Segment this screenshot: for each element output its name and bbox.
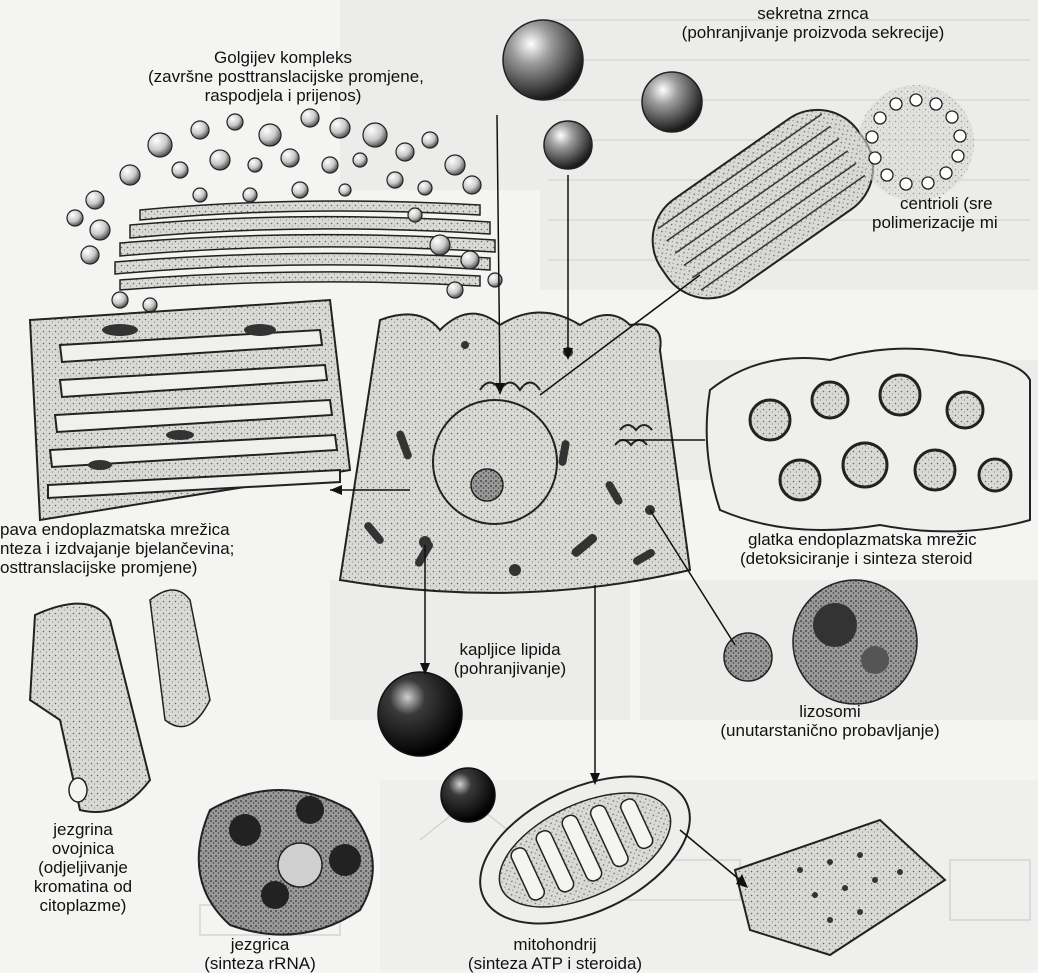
nucleolus-label-line1: jezgrica (170, 935, 350, 954)
centrioles-label-line2: polimerizacije mi (860, 213, 1038, 232)
nuclear-envelope (30, 590, 210, 812)
lipid-label-line1: kapljice lipida (430, 640, 590, 659)
lysosomes-label-line2: (unutarstanično probavljanje) (680, 721, 980, 740)
centrioles-label: centrioli (sre polimerizacije mi (860, 194, 1038, 232)
smooth-er-label-line2: (detoksiciranje i sinteza steroid (740, 549, 1038, 568)
nuclear-envelope-label-line2: ovojnica (8, 839, 158, 858)
smooth-er (707, 349, 1030, 532)
lipid-label-line2: (pohranjivanje) (430, 659, 590, 678)
golgi-complex (67, 109, 502, 312)
golgi-label: Golgijev kompleks (završne posttranslaci… (148, 48, 418, 105)
mitochondria-label: mitohondrij (sinteza ATP i steroida) (440, 935, 670, 973)
nuclear-envelope-label-line5: citoplazme) (8, 896, 158, 915)
nuclear-envelope-label: jezgrina ovojnica (odjeljivanje kromatin… (8, 820, 158, 915)
nuclear-envelope-label-line3: (odjeljivanje (8, 858, 158, 877)
rough-er-label-line1: pava endoplazmatska mrežica (0, 520, 340, 539)
lysosomes-label-line1: lizosomi (680, 702, 980, 721)
lysosomes-label: lizosomi (unutarstanično probavljanje) (680, 702, 980, 740)
smooth-er-label-line1: glatka endoplazmatska mrežic (740, 530, 1038, 549)
nucleolus-label: jezgrica (sinteza rRNA) (170, 935, 350, 973)
main-cell (340, 313, 690, 593)
rough-er-label-line3: osttranslacijske promjene) (0, 558, 340, 577)
nuclear-envelope-label-line4: kromatina od (8, 877, 158, 896)
rough-er-label-line2: nteza i izdvajanje bjelančevina; (0, 539, 340, 558)
smooth-er-label: glatka endoplazmatska mrežic (detoksicir… (740, 530, 1038, 568)
golgi-label-line1: Golgijev kompleks (148, 48, 418, 67)
rough-er-label: pava endoplazmatska mrežica nteza i izdv… (0, 520, 340, 577)
lipid-droplets-label: kapljice lipida (pohranjivanje) (430, 640, 590, 678)
centrioles-label-line1: centrioli (sre (860, 194, 1038, 213)
secretory-label-line1: sekretna zrnca (648, 4, 978, 23)
golgi-label-line3: raspodjela i prijenos) (148, 86, 418, 105)
secretory-granules-label: sekretna zrnca (pohranjivanje proizvoda … (648, 4, 978, 42)
secretory-label-line2: (pohranjivanje proizvoda sekrecije) (648, 23, 978, 42)
nucleolus (199, 790, 373, 935)
mitochondria-label-line2: (sinteza ATP i steroida) (440, 954, 670, 973)
nucleolus-label-line2: (sinteza rRNA) (170, 954, 350, 973)
rough-er (30, 300, 350, 520)
nuclear-envelope-label-line1: jezgrina (8, 820, 158, 839)
mitochondria-label-line1: mitohondrij (440, 935, 670, 954)
golgi-label-line2: (završne posttranslacijske promjene, (148, 67, 418, 86)
